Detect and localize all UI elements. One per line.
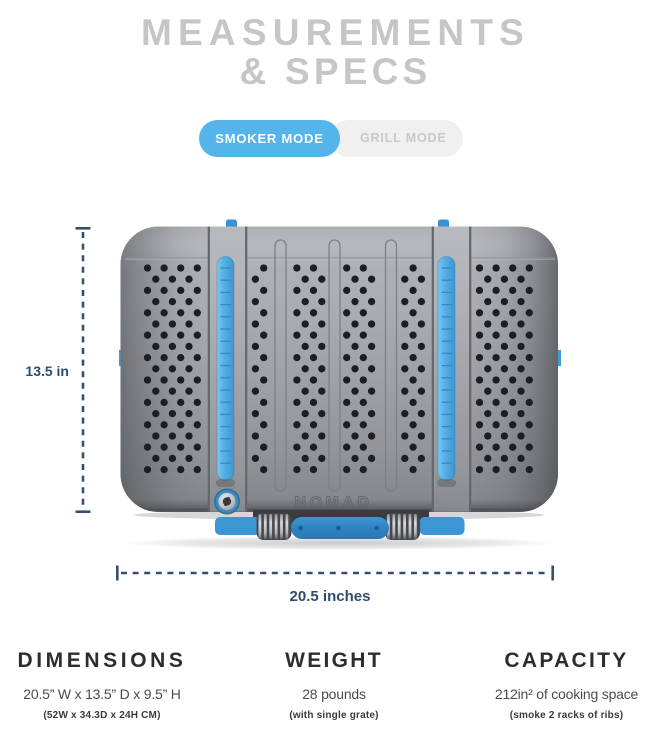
svg-text:NOMAD: NOMAD: [295, 495, 373, 512]
